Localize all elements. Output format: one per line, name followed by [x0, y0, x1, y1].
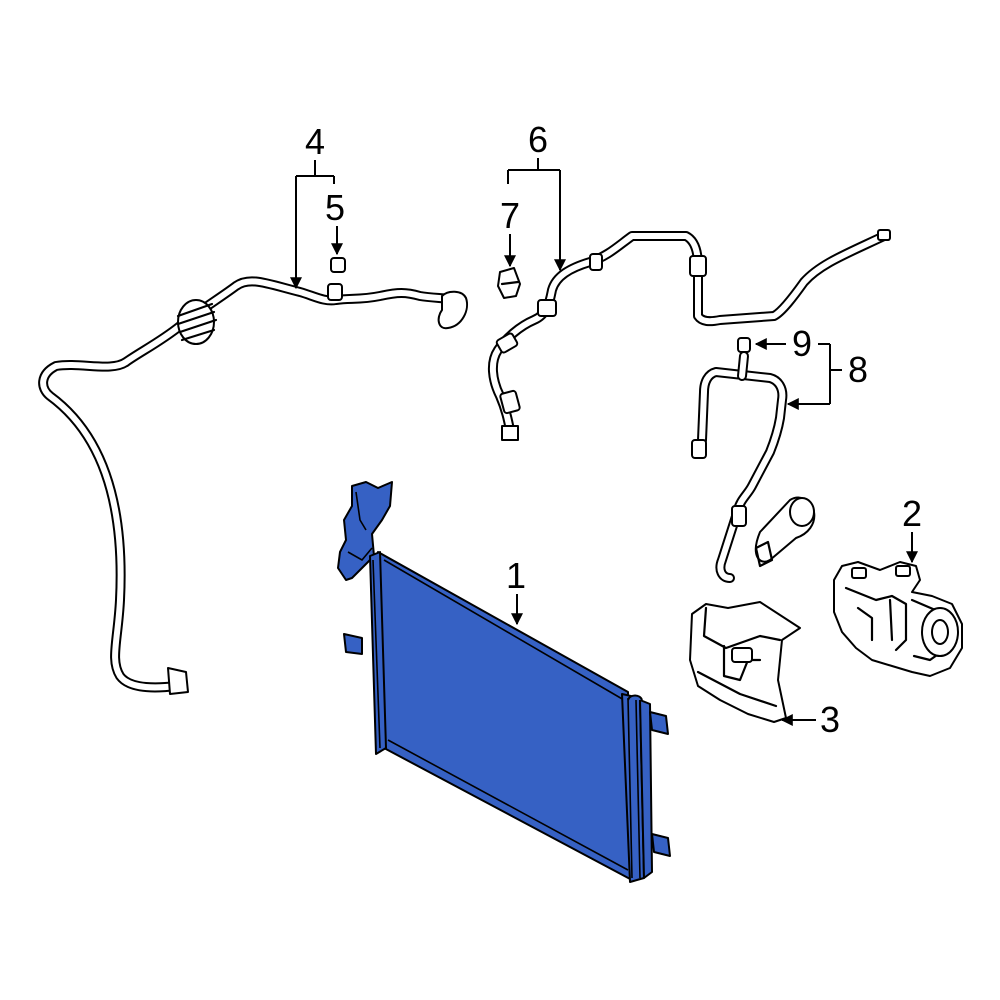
compressor-part-2	[833, 561, 963, 677]
cap-part-9	[737, 337, 751, 353]
hose-end-fitting-right	[437, 290, 468, 330]
suction-hose-part-4	[38, 276, 468, 695]
callout-6-bracket	[508, 158, 560, 171]
callout-7-label: 7	[500, 195, 520, 236]
callout-3-label: 3	[820, 699, 840, 740]
callout-1-label: 1	[506, 555, 526, 596]
valve-part-7	[497, 267, 521, 299]
condenser-core	[377, 551, 633, 881]
hose-end-fitting-left	[167, 667, 189, 695]
condenser-left-bracket	[337, 481, 393, 581]
hose-muffler	[176, 299, 218, 345]
discharge-hose-part-6	[488, 229, 891, 441]
liquid-line-part-8	[691, 351, 816, 583]
service-port	[327, 283, 343, 301]
callout-2-label: 2	[902, 493, 922, 534]
condenser-part-1	[337, 481, 671, 883]
callout-8-bracket	[829, 344, 842, 404]
callout-4-bracket	[296, 160, 334, 177]
bracket-part-3	[689, 601, 801, 723]
cap-part-5	[330, 257, 346, 273]
callout-9-label: 9	[792, 323, 812, 364]
callout-6-label: 6	[528, 119, 548, 160]
callout-8-label: 8	[848, 349, 868, 390]
callout-4-label: 4	[305, 121, 325, 162]
callout-5-label: 5	[325, 187, 345, 228]
callouts: 1 2 3 4 5 6 7 8 9	[290, 119, 922, 740]
